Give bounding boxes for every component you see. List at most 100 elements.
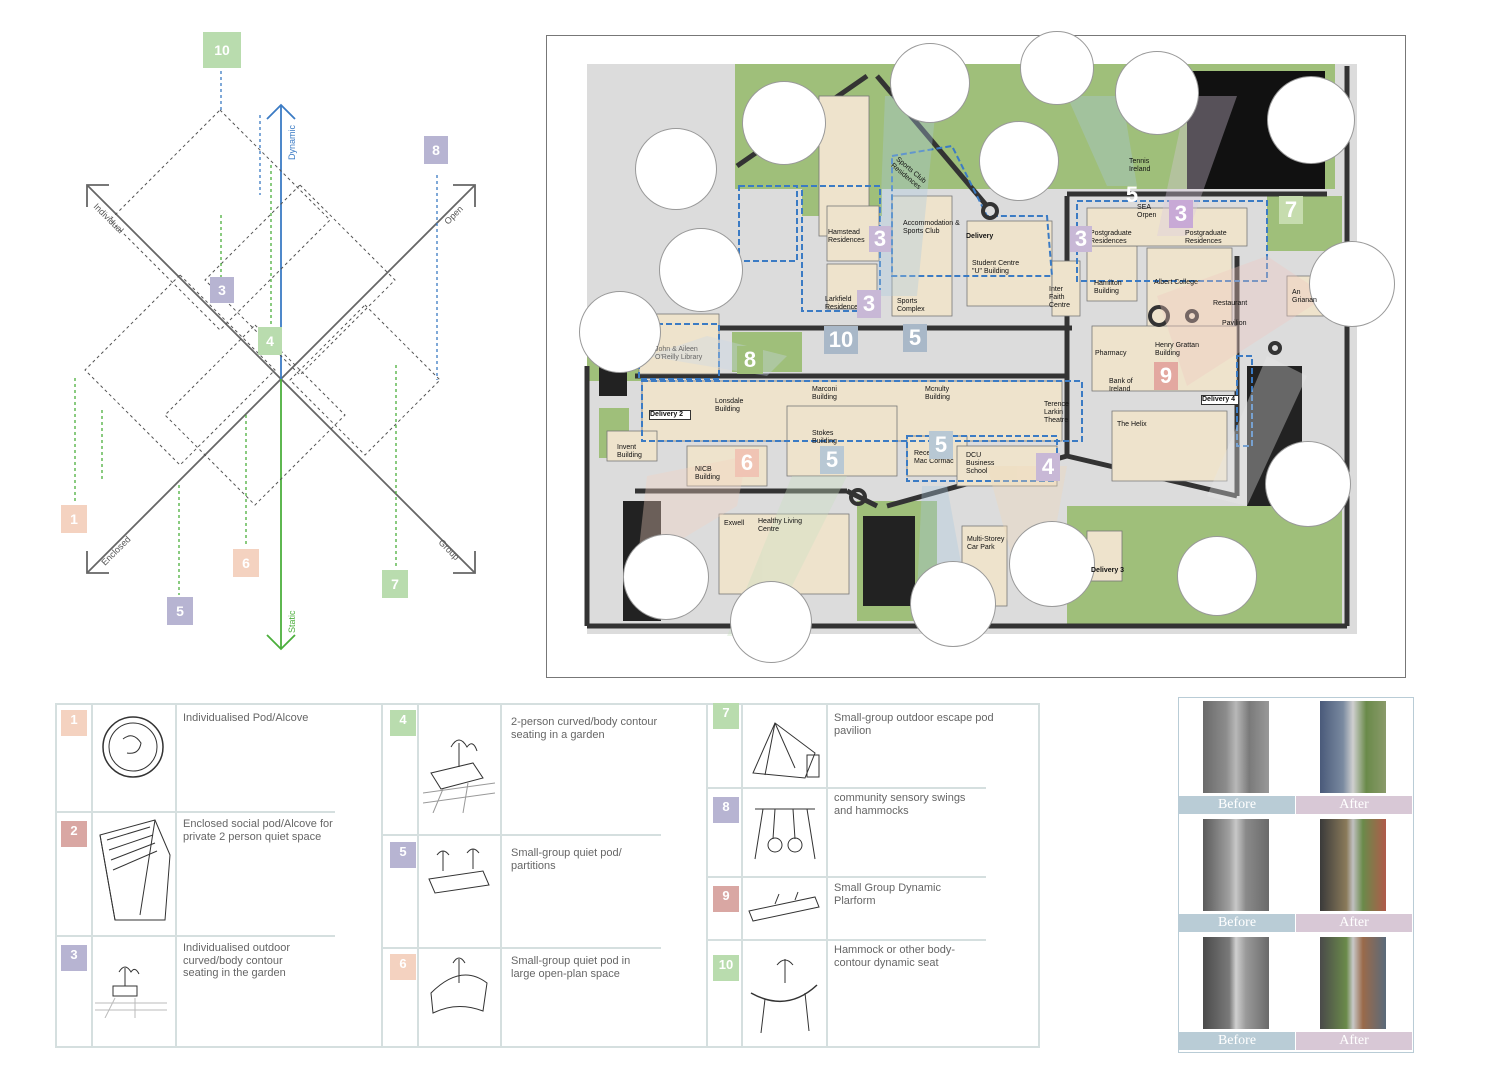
legend-text-3: Individualised outdoor curved/body conto… bbox=[183, 942, 291, 979]
label-healthy: Healthy Living Centre bbox=[758, 518, 802, 533]
zone-number-7: 7 bbox=[1279, 196, 1303, 224]
legend-badge-7: 7 bbox=[713, 703, 739, 729]
label-library: John & Aileen O'Reilly Library bbox=[655, 346, 703, 361]
zone-number-3: 3 bbox=[869, 226, 891, 252]
sketch-vignette bbox=[659, 228, 743, 312]
legend-col-divider bbox=[706, 703, 708, 1048]
sketch-vignette bbox=[635, 128, 717, 210]
diagram-badge-3: 3 bbox=[210, 277, 234, 303]
legend-badge-8: 8 bbox=[713, 797, 739, 823]
label-boi: Bank of Ireland bbox=[1109, 378, 1133, 393]
before-cell: Before bbox=[1179, 934, 1295, 1050]
zone-number-3: 3 bbox=[1070, 226, 1092, 252]
label-albert: Albert College bbox=[1154, 279, 1198, 286]
label-delivery2: Delivery 2 bbox=[649, 410, 691, 420]
outdoor-seating-sketch bbox=[95, 958, 167, 1018]
arrowhead-dynamic bbox=[266, 103, 296, 120]
label-student-centre: Student Centre "U" Building bbox=[972, 260, 1020, 275]
label-accom: Accommodation & Sports Club bbox=[903, 220, 960, 235]
legend-right-line bbox=[1038, 703, 1040, 1048]
campus-map: Tennis Ireland SEA Orpen Postgraduate Re… bbox=[546, 31, 1406, 678]
arrowhead-static bbox=[266, 634, 296, 651]
before-after-grid: Before After Before After Before After bbox=[1178, 697, 1414, 1053]
before-photo bbox=[1203, 819, 1269, 911]
axis-label-enclosed: Enclosed bbox=[99, 534, 132, 567]
after-photo bbox=[1320, 819, 1386, 911]
legend-table: 1 2 3 4 5 6 7 8 9 10 bbox=[55, 703, 1045, 1053]
sketch-vignette bbox=[730, 581, 812, 663]
legend-badge-2: 2 bbox=[61, 821, 87, 847]
legend-row-line bbox=[706, 876, 986, 878]
legend-img-divider bbox=[826, 703, 828, 1048]
label-interfaith: Inter Faith Centre bbox=[1049, 286, 1071, 309]
diamond-dashed bbox=[164, 324, 346, 506]
legend-img-divider bbox=[500, 703, 502, 1048]
axis-diagram: Individual Open Enclosed Group Dynamic S… bbox=[55, 25, 495, 665]
legend-row-line bbox=[55, 811, 335, 813]
sketch-vignette bbox=[1177, 536, 1257, 616]
label-pharmacy: Pharmacy bbox=[1095, 350, 1127, 357]
legend-badge-3: 3 bbox=[61, 945, 87, 971]
label-multistorey: Multi-Storey Car Park bbox=[967, 536, 1005, 551]
legend-text-5: Small-group quiet pod/ partitions bbox=[511, 847, 622, 872]
legend-badge-9: 9 bbox=[713, 886, 739, 912]
label-sports-complex: Sports Complex bbox=[897, 298, 925, 313]
zone-number-3: 3 bbox=[857, 290, 881, 318]
before-cell: Before bbox=[1179, 816, 1295, 932]
legend-row-line bbox=[381, 947, 661, 949]
zone-number-6: 6 bbox=[735, 449, 759, 477]
legend-bottom-line bbox=[55, 1046, 1040, 1048]
zone-number-5: 5 bbox=[1125, 182, 1139, 207]
sketch-vignette bbox=[742, 81, 826, 165]
legend-text-9: Small Group Dynamic Plarform bbox=[834, 882, 941, 907]
sketch-vignette bbox=[1020, 31, 1094, 105]
diagram-badge-4: 4 bbox=[258, 327, 282, 355]
label-helix: The Helix bbox=[1117, 421, 1147, 428]
diamond-dashed bbox=[84, 274, 276, 466]
label-tennis: Tennis Ireland bbox=[1129, 158, 1151, 173]
diamond-dashed bbox=[109, 109, 331, 331]
label-sea: SEA Orpen bbox=[1137, 204, 1157, 219]
sketch-vignette bbox=[890, 43, 970, 123]
swings-sketch bbox=[745, 799, 823, 869]
sketch-vignette bbox=[1309, 241, 1395, 327]
legend-text-8: community sensory swings and hammocks bbox=[834, 792, 966, 817]
legend-top-line bbox=[55, 703, 1040, 705]
sketch-vignette bbox=[623, 534, 709, 620]
pavilion-sketch bbox=[745, 713, 823, 783]
after-label: After bbox=[1296, 914, 1412, 932]
sketch-vignette bbox=[1267, 76, 1355, 164]
label-pg1: Postgraduate Residences bbox=[1090, 230, 1132, 245]
roundabout bbox=[1148, 305, 1170, 327]
before-label: Before bbox=[1179, 914, 1295, 932]
building bbox=[718, 513, 850, 595]
label-an-griana: An Grianan bbox=[1292, 289, 1317, 304]
sketch-vignette bbox=[979, 121, 1059, 201]
legend-row-line bbox=[706, 939, 986, 941]
roundabout bbox=[1268, 341, 1282, 355]
legend-img-divider bbox=[741, 703, 743, 1048]
zone-outline bbox=[891, 144, 1054, 277]
legend-text-2: Enclosed social pod/Alcove for private 2… bbox=[183, 818, 333, 843]
legend-img-divider bbox=[175, 703, 177, 1048]
legend-col-divider bbox=[381, 703, 383, 1048]
label-invent: Invent Building bbox=[617, 444, 642, 459]
label-terence: Terence Larkin Theatre bbox=[1044, 401, 1069, 424]
label-pg2: Postgraduate Residences bbox=[1185, 230, 1227, 245]
view-cone bbox=[877, 96, 937, 296]
view-cone bbox=[1157, 256, 1327, 386]
label-larkfield: Larkfield Residences bbox=[825, 296, 862, 311]
legend-left-line bbox=[55, 703, 57, 1048]
zone-number-3: 3 bbox=[1169, 200, 1193, 228]
arrowhead-enclosed bbox=[86, 551, 109, 574]
legend-text-10: Hammock or other body-contour dynamic se… bbox=[834, 944, 956, 969]
diagram-badge-10: 10 bbox=[203, 32, 241, 68]
legend-img-divider bbox=[417, 703, 419, 1048]
zone-number-5: 5 bbox=[929, 431, 953, 459]
sketch-vignette bbox=[1009, 521, 1095, 607]
arrowhead-open bbox=[453, 184, 476, 207]
roundabout bbox=[981, 202, 999, 220]
diagram-badge-6: 6 bbox=[233, 549, 259, 577]
zone-outline bbox=[638, 323, 720, 380]
pod-alcove-sketch bbox=[95, 709, 171, 785]
